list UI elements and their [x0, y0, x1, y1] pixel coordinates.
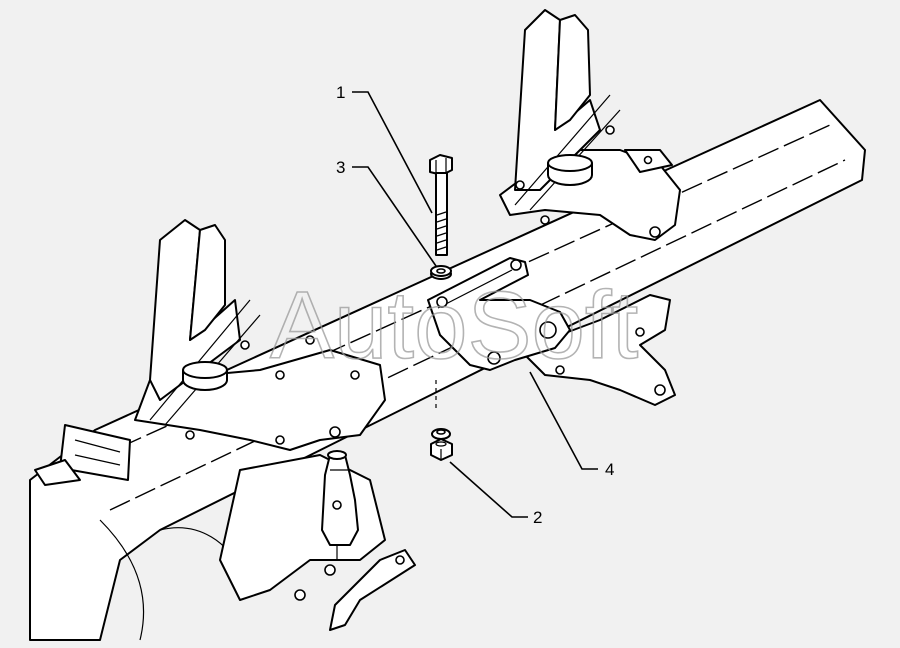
- left-bracket-assembly: [134, 219, 386, 451]
- part-4-mounting-plate: [427, 257, 571, 371]
- part-3-washer: [430, 265, 452, 280]
- right-lower-plate: [519, 294, 676, 406]
- lower-mount-plate: [219, 454, 416, 631]
- part-2-nut: [430, 428, 453, 461]
- callout-2-label: 2: [533, 508, 542, 527]
- callout-leaders: [352, 91, 598, 518]
- callout-4-label: 4: [605, 460, 614, 479]
- part-1-bolt: [429, 154, 453, 256]
- callout-3-label: 3: [336, 158, 345, 177]
- center-clevis: [321, 450, 359, 560]
- watermark-text: AutoSoft: [270, 272, 638, 379]
- small-left-bracket: [34, 424, 131, 486]
- right-bracket-assembly: [499, 9, 681, 241]
- callout-1-label: 1: [336, 83, 345, 102]
